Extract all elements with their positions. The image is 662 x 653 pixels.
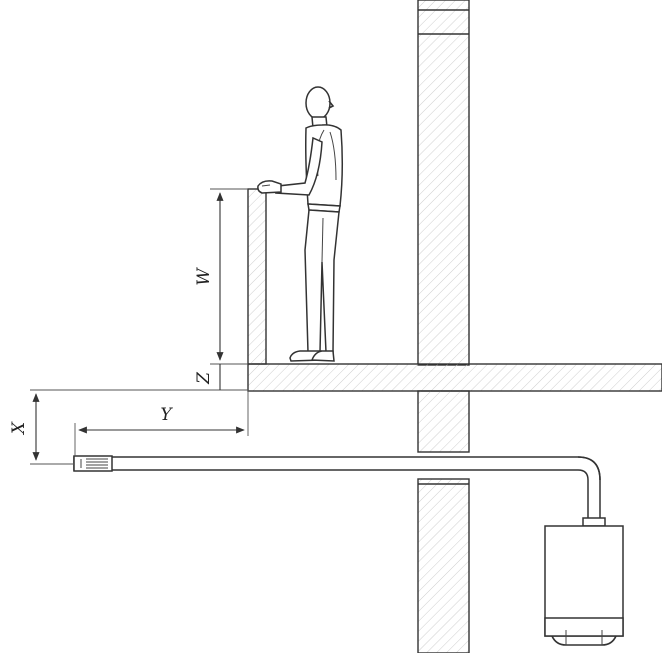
parapet-wall <box>247 188 267 365</box>
lower-wall-bottom-section <box>417 478 470 653</box>
dimension-label-x: X <box>9 421 29 436</box>
dimension-x <box>30 393 74 465</box>
dimension-label-w: W <box>194 267 214 286</box>
dimension-label-z: Z <box>194 371 214 385</box>
dimension-z <box>30 363 248 391</box>
lower-wall-upper-section <box>417 390 470 453</box>
dimension-w <box>210 188 248 361</box>
boiler-unit <box>544 517 624 646</box>
dimension-y <box>74 390 249 456</box>
dimension-label-y: Y <box>160 405 173 425</box>
flue-pipe <box>73 456 601 521</box>
upper-wall <box>417 0 470 366</box>
flue-terminal <box>73 455 113 472</box>
floor-slab <box>247 363 662 392</box>
person-figure <box>257 86 344 362</box>
